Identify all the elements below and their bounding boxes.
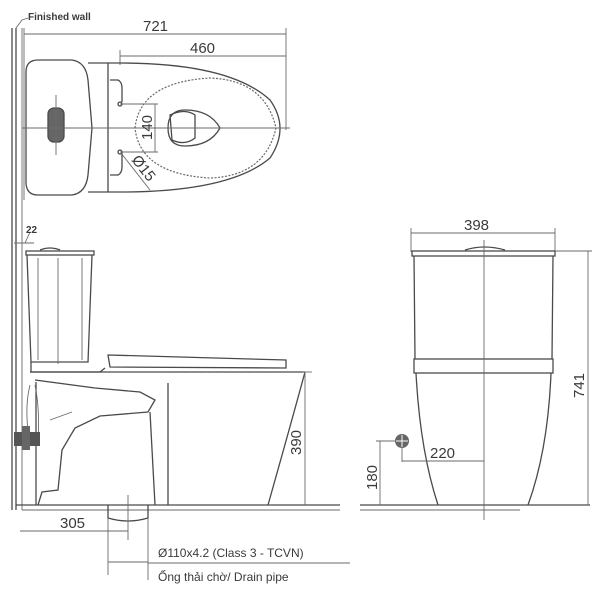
drain-pipe-label: Ống thải chờ/ Drain pipe: [158, 569, 289, 584]
dim-seat-height: 390: [288, 430, 305, 455]
finished-wall-label: Finished wall: [28, 12, 91, 23]
dim-drain-offset: 305: [60, 515, 85, 532]
dim-overall-length: 721: [143, 18, 168, 35]
dim-width: 398: [464, 217, 489, 234]
dim-wall-gap: 22: [26, 225, 38, 236]
pipe-spec-label: Ø110x4.2 (Class 3 - TCVN): [158, 546, 304, 560]
dim-height: 741: [571, 373, 588, 398]
dim-hole-diameter: Ø15: [128, 152, 159, 185]
front-view: [360, 228, 592, 520]
side-view: [14, 231, 350, 580]
dim-bowl-length: 460: [190, 40, 215, 57]
dim-seat-hole-spacing: 140: [139, 115, 156, 140]
dim-supply-height: 180: [364, 465, 381, 490]
dim-supply-offset: 220: [430, 445, 455, 462]
top-view: [22, 28, 290, 200]
